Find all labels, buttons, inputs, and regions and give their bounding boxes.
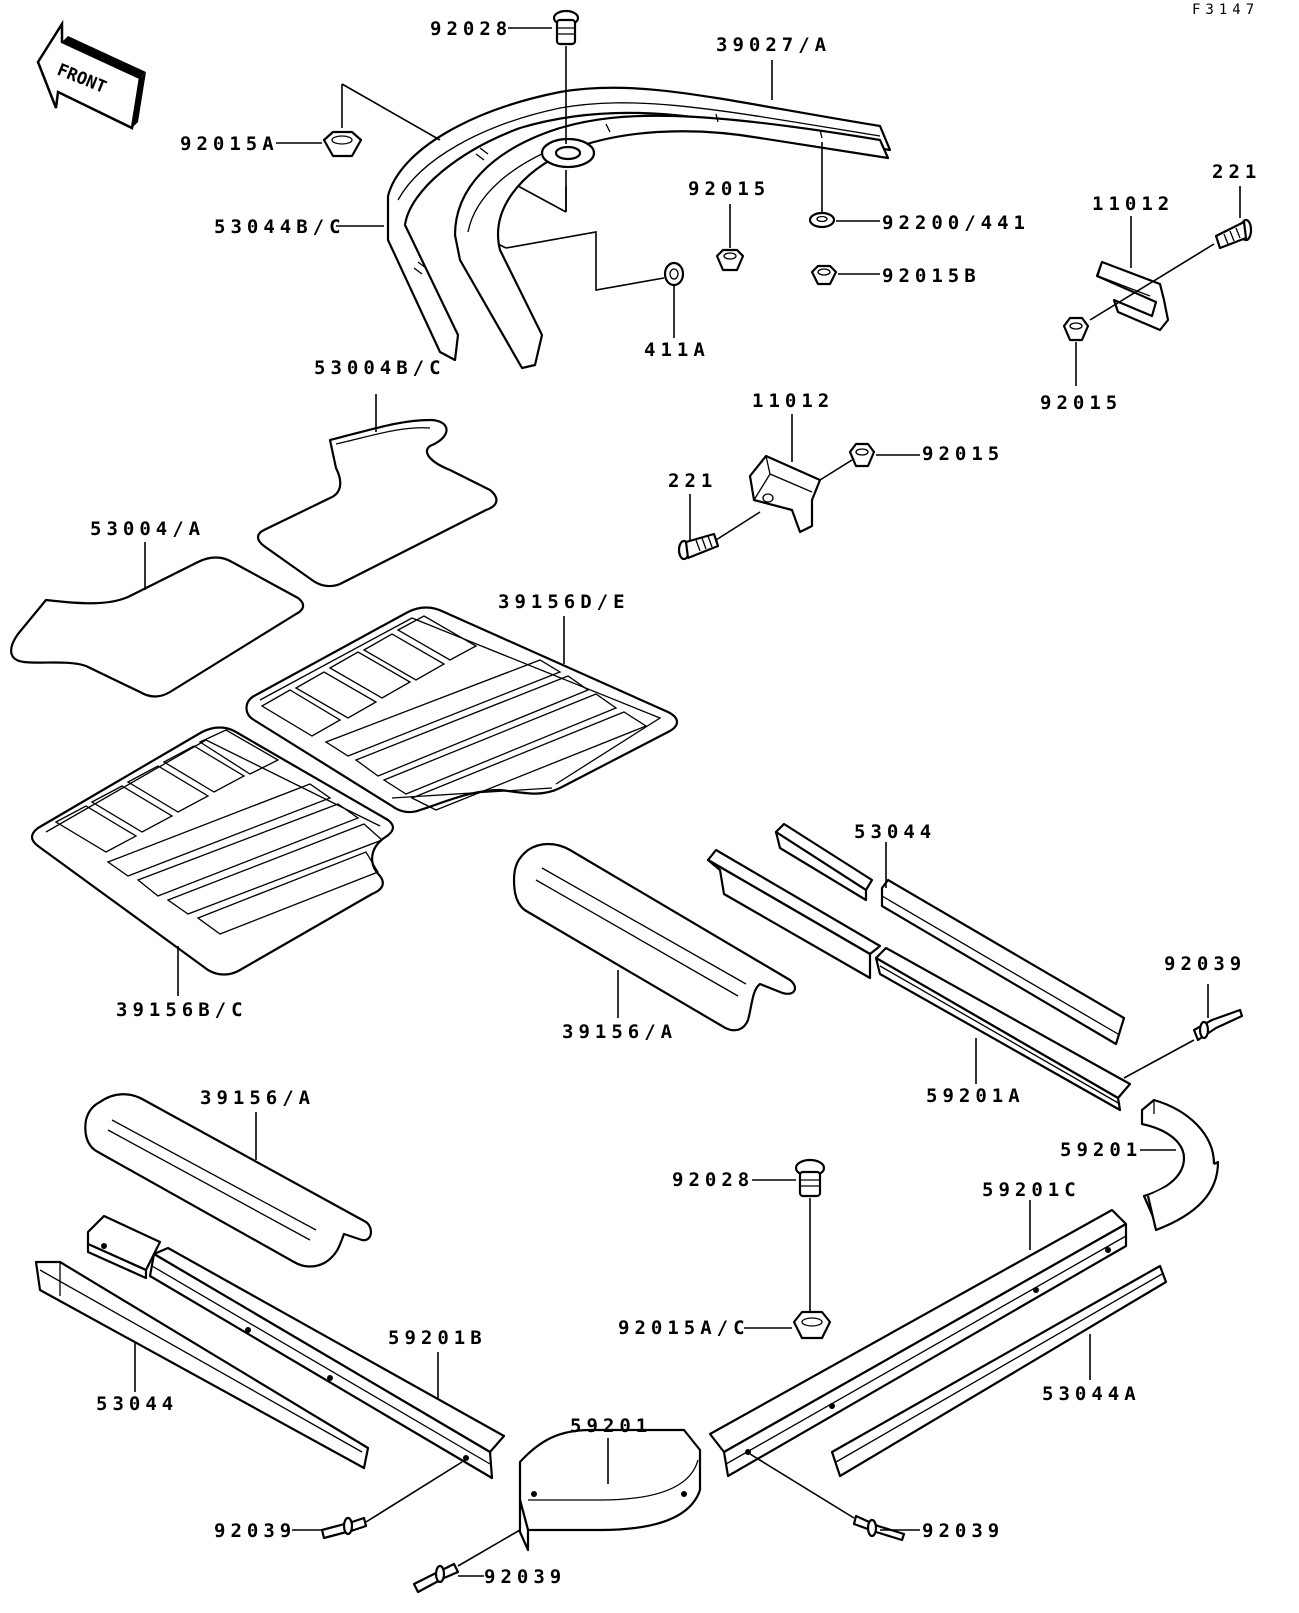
screw-221-top — [1214, 218, 1253, 250]
mat-53004A — [10, 556, 305, 698]
bracket-11012-top — [1095, 260, 1170, 332]
label-92039-right: 92039 — [1164, 953, 1246, 975]
label-53004B-C: 53004B/C — [314, 357, 446, 379]
label-39156-A-left: 39156/A — [200, 1087, 315, 1109]
rail-59201A — [874, 946, 1132, 1112]
mat-53004BC — [256, 418, 498, 588]
nut-92015AC — [792, 1310, 832, 1340]
pin-92039-right — [1192, 1008, 1244, 1042]
rail-53044A — [830, 1264, 1168, 1478]
nut-92015B — [810, 264, 838, 286]
front-arrow-icon: FRONT — [36, 19, 146, 130]
label-221-mid: 221 — [668, 470, 717, 492]
label-11012-mid: 11012 — [752, 390, 834, 412]
label-92200-441: 92200/441 — [882, 212, 1030, 234]
label-92039-bl: 92039 — [214, 1520, 296, 1542]
figure-code: F3147 — [1192, 2, 1259, 18]
label-59201C: 59201C — [982, 1179, 1081, 1201]
rail-53044-mid — [706, 822, 1126, 1046]
rail-59201B — [86, 1214, 506, 1480]
pin-92039-bl — [320, 1516, 368, 1540]
pad-39156A-mid — [512, 842, 797, 1032]
label-92015A: 92015A — [180, 133, 279, 155]
label-92039-bc: 92039 — [484, 1566, 566, 1588]
mat-39156BC — [30, 726, 394, 976]
label-53044-left: 53044 — [96, 1393, 178, 1415]
label-39156D-E: 39156D/E — [498, 591, 630, 613]
pin-92039-bc — [412, 1562, 460, 1594]
pad-39156A-left — [84, 1093, 372, 1268]
label-53044B-C: 53044B/C — [214, 216, 346, 238]
grab-rail — [386, 86, 892, 370]
pin-92039-br — [852, 1514, 906, 1542]
label-39027-A: 39027/A — [716, 34, 831, 56]
corner-59201-bottom — [518, 1428, 702, 1552]
nut-92015A — [322, 130, 363, 158]
label-92015-right: 92015 — [1040, 392, 1122, 414]
label-59201-bottom: 59201 — [570, 1415, 652, 1437]
label-53044-right: 53044 — [854, 821, 936, 843]
label-39156-A-mid: 39156/A — [562, 1021, 677, 1043]
nut-92015-mid — [715, 248, 745, 272]
label-59201A: 59201A — [926, 1085, 1025, 1107]
bracket-11012-mid — [748, 454, 822, 534]
label-221-top: 221 — [1212, 161, 1261, 183]
label-59201B: 59201B — [388, 1327, 487, 1349]
mat-39156DE — [245, 606, 679, 814]
washer-92200 — [808, 211, 836, 229]
label-92028-bottom: 92028 — [672, 1169, 754, 1191]
label-53044A: 53044A — [1042, 1383, 1141, 1405]
washer-411A — [663, 261, 685, 287]
label-92028-top: 92028 — [430, 18, 512, 40]
screw-221-mid — [677, 532, 720, 561]
label-411A: 411A — [644, 339, 710, 361]
label-39156B-C: 39156B/C — [116, 999, 248, 1021]
grommet-92028-top — [552, 9, 580, 46]
label-92015B: 92015B — [882, 265, 981, 287]
label-92039-br: 92039 — [922, 1520, 1004, 1542]
label-11012-top: 11012 — [1092, 193, 1174, 215]
label-53004-A: 53004/A — [90, 518, 205, 540]
rail-59201C — [708, 1208, 1128, 1478]
nut-92015-right — [1062, 316, 1090, 342]
label-92015A-C: 92015A/C — [618, 1317, 750, 1339]
label-92015-mid2: 92015 — [922, 443, 1004, 465]
grommet-92028-bottom — [794, 1158, 826, 1198]
rail-53044-left — [34, 1260, 370, 1470]
label-59201-right: 59201 — [1060, 1139, 1142, 1161]
nut-92015-mid2 — [848, 442, 876, 468]
label-92015-mid: 92015 — [688, 178, 770, 200]
corner-59201-right — [1140, 1098, 1220, 1232]
